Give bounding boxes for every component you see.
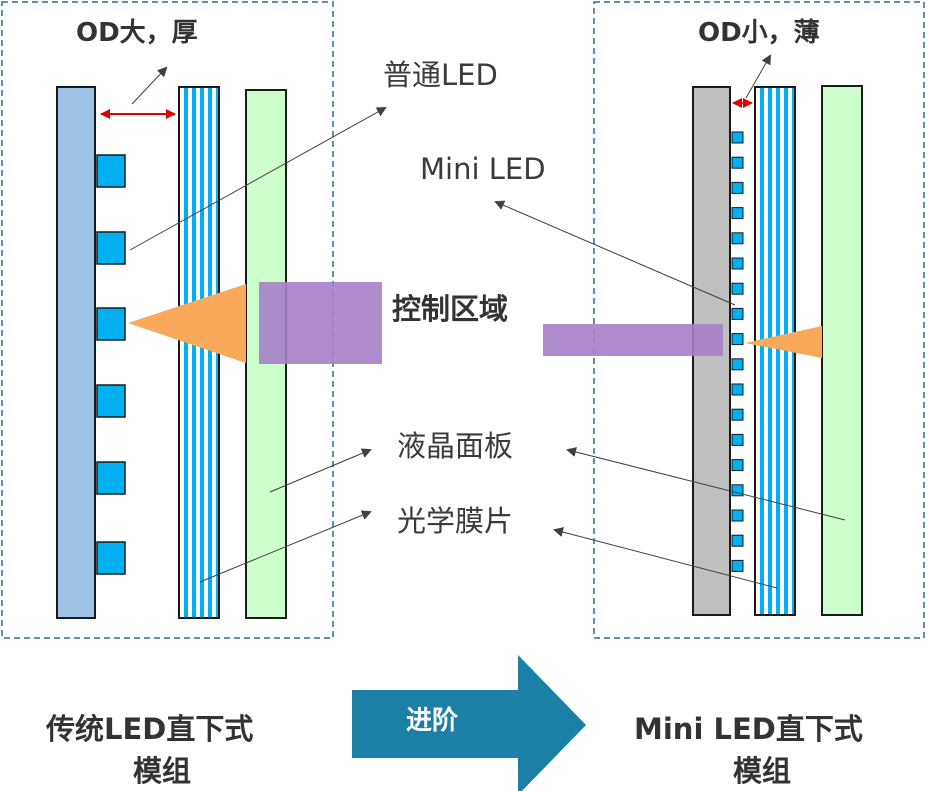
mini-led-module-frame xyxy=(593,1,925,639)
mini-led-chip xyxy=(731,358,744,371)
optical-film-label: 光学膜片 xyxy=(397,504,514,538)
traditional-control-region xyxy=(259,282,382,364)
optical-film-leader-right xyxy=(553,527,778,589)
mini-led-chip xyxy=(731,156,744,169)
control-region-label: 控制区域 xyxy=(392,292,509,326)
mini-led-lcd-panel xyxy=(821,85,863,616)
mini-led-chip xyxy=(731,307,744,320)
mini-led-od-label: OD小，薄 xyxy=(698,18,820,48)
mini-led-chip xyxy=(731,559,744,572)
mini-led-chip xyxy=(731,131,744,144)
mini-led-caption-line1: Mini LED直下式 xyxy=(634,712,863,746)
mini-led-chip xyxy=(731,534,744,547)
lcd-panel-leader-left xyxy=(269,448,372,493)
mini-led-chip xyxy=(731,257,744,270)
traditional-led xyxy=(96,154,126,188)
mini-led-control-region xyxy=(543,324,723,356)
mini-led-label: Mini LED xyxy=(420,152,546,186)
normal-led-leader xyxy=(129,107,387,251)
mini-led-chip xyxy=(731,207,744,220)
traditional-od-pointer xyxy=(131,66,168,105)
lcd-panel-leader-right xyxy=(566,447,846,521)
mini-led-chip xyxy=(731,383,744,396)
lcd-panel-label: 液晶面板 xyxy=(397,429,514,463)
traditional-caption-line2: 模组 xyxy=(133,754,192,788)
traditional-led-array xyxy=(96,154,126,575)
traditional-light-cone xyxy=(128,284,246,363)
mini-led-array xyxy=(731,131,744,572)
mini-led-chip xyxy=(731,282,744,295)
upgrade-arrow xyxy=(352,655,586,791)
traditional-led xyxy=(96,541,126,575)
upgrade-arrow-label: 进阶 xyxy=(405,706,458,736)
traditional-backplate xyxy=(56,86,96,619)
mini-led-chip xyxy=(731,509,744,522)
mini-led-chip xyxy=(731,181,744,194)
mini-led-caption-line2: 模组 xyxy=(733,754,792,788)
mini-led-chip xyxy=(731,433,744,446)
mini-led-chip xyxy=(731,232,744,245)
traditional-led xyxy=(96,231,126,265)
traditional-od-label: OD大，厚 xyxy=(76,18,198,48)
traditional-led xyxy=(96,384,126,418)
mini-led-chip xyxy=(731,459,744,472)
mini-led-light-cone xyxy=(745,326,822,358)
traditional-module-frame xyxy=(1,1,334,639)
optical-film-leader-left xyxy=(199,510,372,583)
traditional-led xyxy=(96,307,126,341)
mini-led-od-pointer xyxy=(745,54,771,99)
normal-led-label: 普通LED xyxy=(383,58,498,92)
traditional-led xyxy=(96,461,126,495)
mini-led-chip xyxy=(731,484,744,497)
traditional-optical-film xyxy=(178,86,220,619)
mini-led-leader xyxy=(494,200,736,306)
mini-led-chip xyxy=(731,333,744,346)
traditional-caption-line1: 传统LED直下式 xyxy=(46,712,254,746)
mini-led-chip xyxy=(731,408,744,421)
